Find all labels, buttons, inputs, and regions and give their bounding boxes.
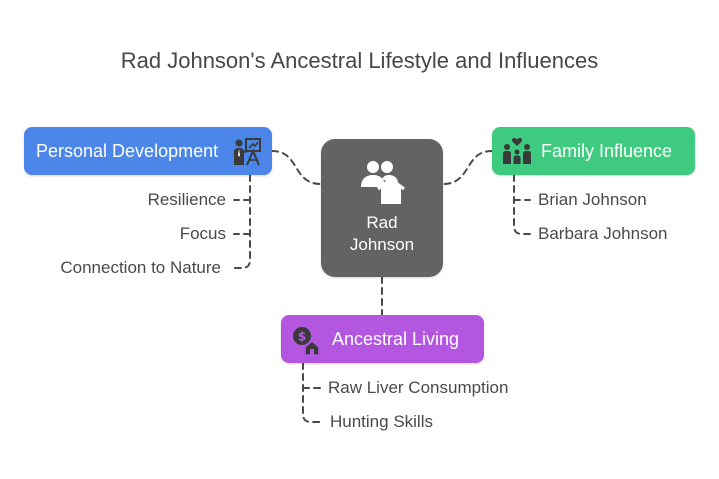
- personal-development-label: Personal Development: [36, 141, 219, 161]
- ancestral-living-node[interactable]: $ Ancestral Living: [281, 315, 484, 363]
- connector-personal-items: [233, 174, 251, 269]
- page-title: Rad Johnson's Ancestral Lifestyle and In…: [120, 48, 599, 73]
- family-influence-node[interactable]: Family Influence: [492, 127, 695, 175]
- list-item-hunting-skills: Hunting Skills: [330, 412, 433, 431]
- connector-family-items: [513, 174, 531, 235]
- ancestral-living-label: Ancestral Living: [332, 329, 460, 349]
- list-item-resilience: Resilience: [147, 190, 226, 209]
- connector-family-center: [442, 150, 493, 185]
- list-item-brian-johnson: Brian Johnson: [538, 190, 647, 209]
- list-item-raw-liver-consumption: Raw Liver Consumption: [328, 378, 509, 397]
- people-home-icon: [361, 161, 405, 204]
- svg-text:$: $: [298, 330, 306, 344]
- money-home-icon: $: [293, 327, 320, 355]
- list-item-barbara-johnson: Barbara Johnson: [538, 224, 668, 243]
- list-item-connection-to-nature: Connection to Nature: [60, 258, 221, 277]
- connector-personal-center: [271, 150, 322, 185]
- mentor-presentation-icon: [234, 138, 261, 166]
- family-heart-icon: [503, 138, 531, 164]
- connector-ancestral-items: [302, 362, 321, 423]
- list-item-focus: Focus: [179, 224, 226, 243]
- family-influence-label: Family Influence: [541, 141, 673, 161]
- personal-development-node[interactable]: Personal Development: [24, 127, 272, 175]
